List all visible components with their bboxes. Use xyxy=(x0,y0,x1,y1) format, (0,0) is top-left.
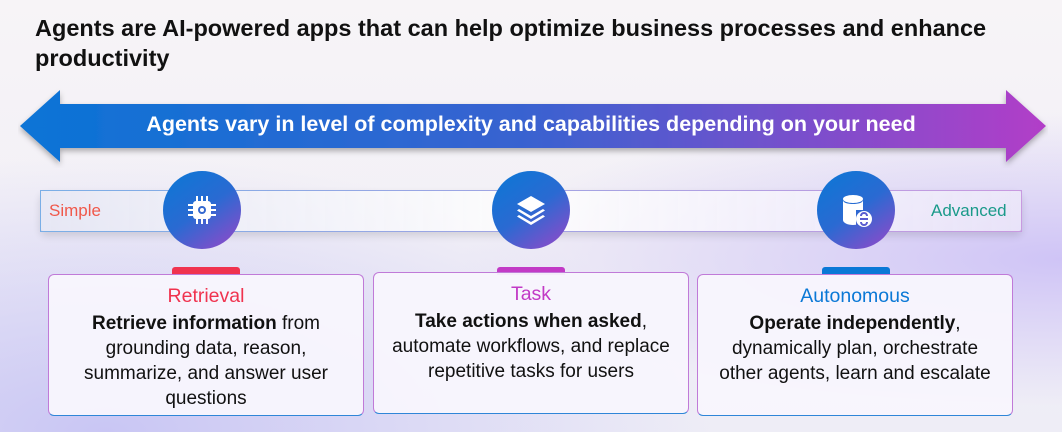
card-body: Take actions when asked, automate workfl… xyxy=(374,309,688,384)
card-rest-text: from grounding data, reason, summarize, … xyxy=(84,313,328,409)
autonomous-tab-marker xyxy=(822,267,890,275)
card-title: Autonomous xyxy=(800,285,910,307)
card-rest-text: , dynamically plan, orchestrate other ag… xyxy=(719,313,991,384)
card-bold-text: Operate independently xyxy=(749,313,956,334)
card-title: Task xyxy=(510,283,552,305)
banner-text: Agents vary in level of complexity and c… xyxy=(146,112,916,136)
scale-simple-label: Simple xyxy=(49,201,101,220)
task-card: Task Take actions when asked, automate w… xyxy=(373,272,689,414)
card-body: Operate independently, dynamically plan,… xyxy=(698,311,1012,386)
task-tab-marker xyxy=(497,267,565,275)
card-title: Retrieval xyxy=(167,285,245,307)
retrieval-tab-marker xyxy=(172,267,240,275)
scale-advanced-label: Advanced xyxy=(931,201,1007,220)
page-title: Agents are AI-powered apps that can help… xyxy=(35,15,987,71)
card-rest-text: , automate workflows, and replace repeti… xyxy=(392,311,670,382)
database-link-icon xyxy=(817,171,895,249)
chip-icon xyxy=(163,171,241,249)
layers-icon xyxy=(492,171,570,249)
retrieval-card: Retrieval Retrieve information from grou… xyxy=(48,274,364,416)
card-bold-text: Take actions when asked xyxy=(415,311,642,332)
card-bold-text: Retrieve information xyxy=(91,313,277,334)
card-body: Retrieve information from grounding data… xyxy=(49,311,363,411)
double-arrow xyxy=(20,90,1046,162)
autonomous-card: Autonomous Operate independently, dynami… xyxy=(697,274,1013,416)
